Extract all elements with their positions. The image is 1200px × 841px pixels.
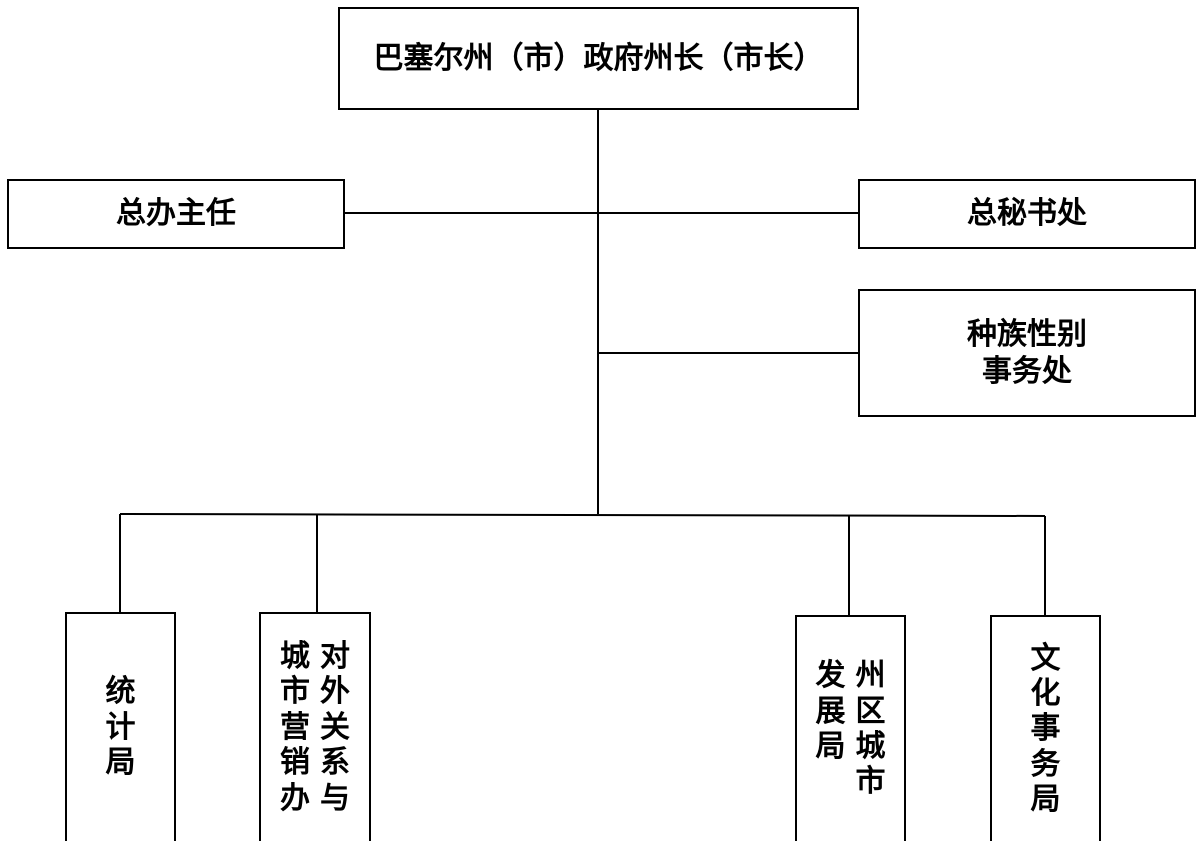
external-relations-office-column-2-char-3: 营 (280, 709, 310, 745)
statistics-bureau-column-1-char-3: 局 (105, 745, 136, 781)
statistics-bureau-column-1-char-2: 计 (105, 709, 136, 745)
external-relations-office-column-1-char-2: 外 (320, 674, 350, 710)
external-relations-office-label: 对外关系与 城市营销办 (280, 639, 350, 816)
mayor-label: 巴塞尔州（市）政府州长（市长） (373, 40, 824, 76)
race-gender-office-line-1: 种族性别 (967, 316, 1087, 352)
external-relations-office-column-1: 对外关系与 (320, 639, 350, 816)
external-relations-office-column-1-char-1: 对 (320, 639, 350, 675)
urban-development-bureau-column-1: 州区城市 (856, 658, 886, 800)
external-relations-office-column-2: 城市营销办 (280, 639, 310, 816)
urban-development-bureau-column-1-char-1: 州 (855, 658, 886, 694)
race-gender-office-box: 种族性别 事务处 (858, 289, 1196, 417)
urban-development-bureau-column-1-char-4: 市 (855, 764, 886, 800)
external-relations-office-column-1-char-5: 与 (320, 780, 350, 816)
mayor-box: 巴塞尔州（市）政府州长（市长） (338, 7, 859, 110)
race-gender-office-label: 种族性别 事务处 (967, 316, 1087, 391)
cultural-affairs-bureau-column-1-char-2: 化 (1030, 675, 1061, 711)
urban-development-bureau-column-1-char-2: 区 (855, 693, 886, 729)
bottom-bus-line (119, 513, 1046, 517)
statistics-bureau-label: 统计局 (106, 674, 136, 780)
urban-development-bureau-label: 州区城市 发展局 (816, 658, 886, 800)
external-relations-office-column-1-char-3: 关 (320, 709, 350, 745)
cultural-affairs-bureau-box: 文化事务局 (990, 615, 1101, 841)
external-relations-office-column-2-char-1: 城 (280, 639, 310, 675)
race-gender-office-line-2: 事务处 (982, 354, 1072, 389)
general-secretariat-box: 总秘书处 (858, 179, 1196, 249)
urban-development-bureau-column-1-char-3: 城 (855, 729, 886, 764)
external-relations-office-column-1-char-4: 系 (320, 745, 350, 781)
external-relations-office-column-2-char-2: 市 (280, 674, 310, 710)
cultural-affairs-bureau-label: 文化事务局 (1031, 641, 1061, 818)
external-relations-office-column-2-char-5: 办 (280, 780, 310, 816)
cultural-affairs-bureau-column-1: 文化事务局 (1031, 641, 1061, 818)
external-relations-office-column-2-char-4: 销 (280, 745, 310, 781)
urban-development-bureau-column-2-char-3: 局 (815, 729, 846, 764)
urban-development-bureau-box: 州区城市 发展局 (795, 615, 906, 841)
chief-office-director-box: 总办主任 (7, 179, 345, 249)
statistics-bureau-box: 统计局 (65, 612, 176, 841)
urban-development-bureau-column-2-char-1: 发 (815, 658, 846, 694)
urban-development-bureau-column-2-char-2: 展 (815, 693, 846, 729)
cultural-affairs-bureau-column-1-char-3: 事 (1030, 711, 1061, 747)
cultural-affairs-bureau-column-1-char-4: 务 (1030, 746, 1061, 782)
external-relations-office-box: 对外关系与 城市营销办 (259, 612, 371, 841)
cultural-affairs-bureau-column-1-char-1: 文 (1030, 640, 1061, 676)
general-secretariat-label: 总秘书处 (967, 196, 1087, 232)
statistics-bureau-column-1: 统计局 (106, 674, 136, 780)
statistics-bureau-column-1-char-1: 统 (105, 674, 136, 710)
chief-office-director-label: 总办主任 (116, 196, 236, 232)
cultural-affairs-bureau-column-1-char-5: 局 (1030, 782, 1061, 818)
urban-development-bureau-column-2: 发展局 (816, 658, 846, 764)
